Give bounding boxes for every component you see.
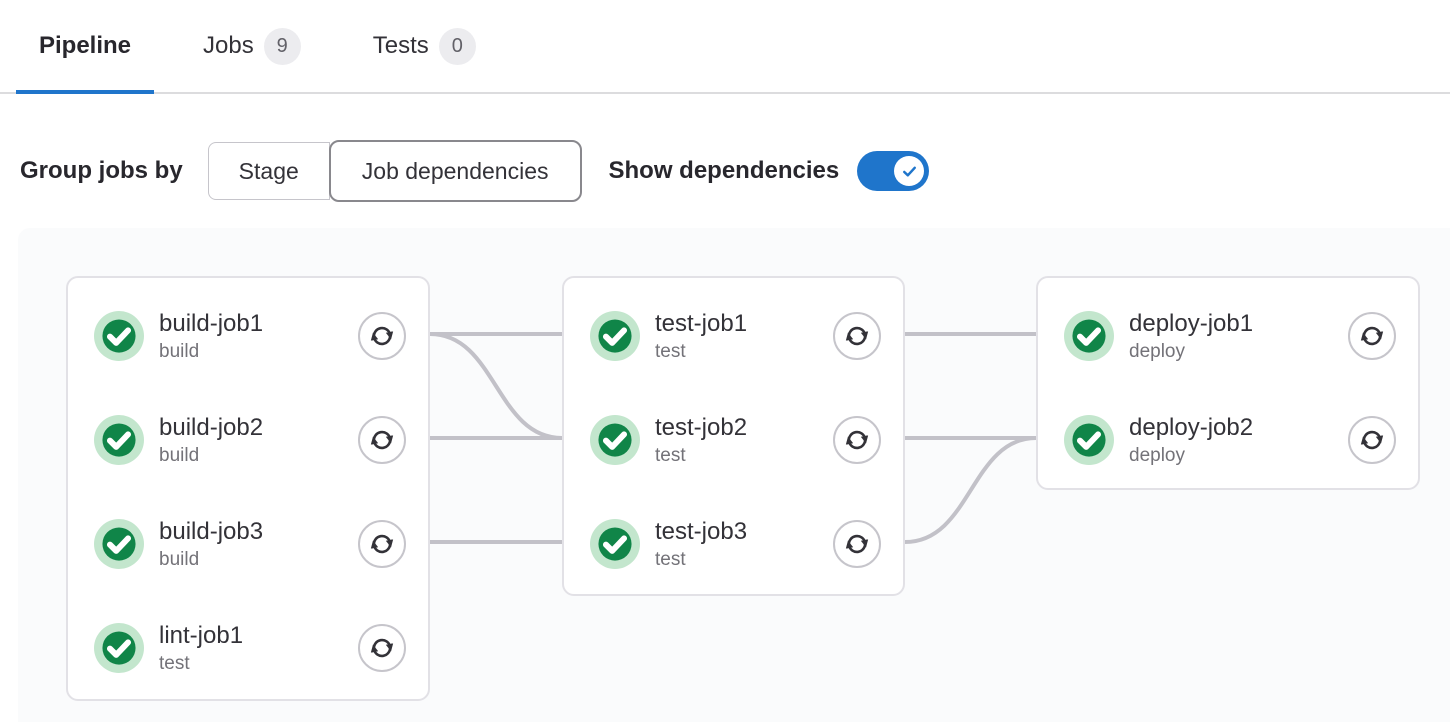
graph-controls: Group jobs by Stage Job dependencies Sho…: [20, 140, 1450, 202]
tab-tests[interactable]: Tests 0: [350, 0, 499, 92]
tab-pipeline[interactable]: Pipeline: [16, 0, 155, 94]
job-stage: build: [159, 548, 200, 570]
retry-icon: [370, 534, 394, 554]
status-success-icon: [590, 311, 640, 361]
retry-job-button[interactable]: [358, 416, 406, 464]
retry-icon: [370, 638, 394, 658]
retry-icon: [845, 534, 869, 554]
check-icon: [902, 166, 916, 177]
job-stage: build: [159, 340, 200, 362]
tab-jobs-label: Jobs: [203, 32, 254, 59]
group-by-job-dependencies-button[interactable]: Job dependencies: [328, 140, 582, 202]
job-name[interactable]: build-job2: [159, 413, 264, 441]
pipeline-column-1: build-job1 build build-job2 build: [66, 276, 430, 701]
show-dependencies-label: Show dependencies: [608, 157, 840, 184]
status-success-icon: [1064, 311, 1114, 361]
status-success-icon: [94, 623, 144, 673]
job-row-test-job1: test-job1 test: [590, 300, 881, 372]
pipeline-column-3: deploy-job1 deploy deploy-job2 deploy: [1036, 276, 1420, 490]
job-stage: build: [159, 444, 200, 466]
job-row-lint-job1: lint-job1 test: [94, 612, 406, 684]
job-row-deploy-job1: deploy-job1 deploy: [1064, 300, 1396, 372]
job-row-build-job2: build-job2 build: [94, 404, 406, 476]
retry-job-button[interactable]: [833, 416, 881, 464]
job-name[interactable]: test-job3: [655, 517, 748, 545]
job-stage: test: [655, 444, 686, 466]
group-jobs-by-label: Group jobs by: [20, 157, 183, 184]
job-row-deploy-job2: deploy-job2 deploy: [1064, 404, 1396, 476]
pipeline-column-2: test-job1 test test-job2 test: [562, 276, 905, 596]
tests-count-badge: 0: [438, 27, 476, 65]
job-name[interactable]: build-job1: [159, 309, 264, 337]
link-test-job3-deploy-job2: [904, 436, 1037, 544]
job-name[interactable]: test-job2: [655, 413, 748, 441]
job-row-test-job3: test-job3 test: [590, 508, 881, 580]
retry-job-button[interactable]: [358, 520, 406, 568]
status-success-icon: [94, 519, 144, 569]
tab-jobs[interactable]: Jobs 9: [180, 0, 324, 92]
status-success-icon: [590, 519, 640, 569]
job-row-test-job2: test-job2 test: [590, 404, 881, 476]
job-stage: test: [159, 652, 190, 674]
job-name[interactable]: test-job1: [655, 309, 748, 337]
job-name[interactable]: build-job3: [159, 517, 264, 545]
status-success-icon: [1064, 415, 1114, 465]
retry-job-button[interactable]: [1348, 312, 1396, 360]
retry-icon: [1360, 326, 1384, 346]
job-row-build-job3: build-job3 build: [94, 508, 406, 580]
job-stage: test: [655, 340, 686, 362]
pipeline-tabs: Pipeline Jobs 9 Tests 0: [0, 0, 1450, 94]
pipeline-graph-panel: build-job1 build build-job2 build: [18, 228, 1450, 722]
status-success-icon: [94, 311, 144, 361]
retry-job-button[interactable]: [833, 312, 881, 360]
group-by-stage-button[interactable]: Stage: [207, 142, 330, 200]
status-success-icon: [590, 415, 640, 465]
retry-job-button[interactable]: [358, 312, 406, 360]
retry-job-button[interactable]: [358, 624, 406, 672]
job-stage: deploy: [1129, 340, 1185, 362]
tab-pipeline-label: Pipeline: [39, 32, 132, 59]
job-name[interactable]: deploy-job1: [1129, 309, 1254, 337]
retry-icon: [845, 430, 869, 450]
status-success-icon: [94, 415, 144, 465]
jobs-count-badge: 9: [263, 27, 301, 65]
job-name[interactable]: deploy-job2: [1129, 413, 1254, 441]
retry-icon: [370, 430, 394, 450]
group-jobs-segmented-control: Stage Job dependencies: [207, 140, 582, 202]
retry-job-button[interactable]: [833, 520, 881, 568]
job-stage: deploy: [1129, 444, 1185, 466]
tab-tests-label: Tests: [372, 32, 429, 59]
retry-icon: [370, 326, 394, 346]
link-build-job1-test-job2: [429, 332, 563, 440]
show-dependencies-toggle[interactable]: [857, 151, 930, 191]
retry-icon: [845, 326, 869, 346]
retry-job-button[interactable]: [1348, 416, 1396, 464]
retry-icon: [1360, 430, 1384, 450]
job-row-build-job1: build-job1 build: [94, 300, 406, 372]
toggle-knob: [894, 156, 925, 186]
job-name[interactable]: lint-job1: [159, 621, 244, 649]
job-stage: test: [655, 548, 686, 570]
